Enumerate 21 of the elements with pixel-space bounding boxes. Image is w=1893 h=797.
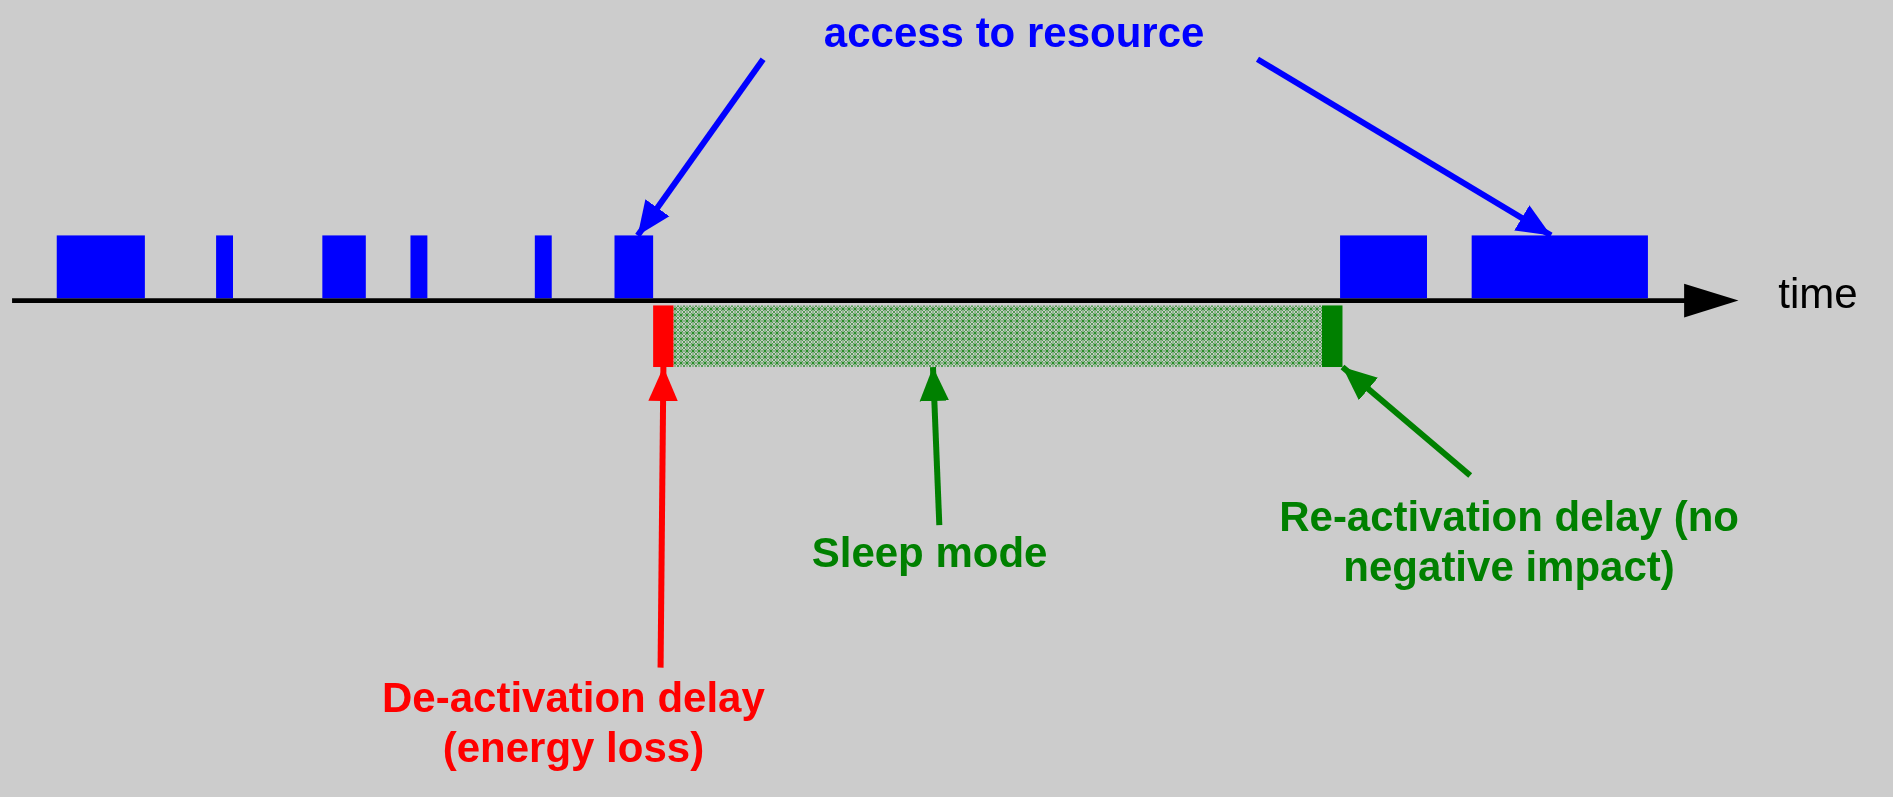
- arrow: [1255, 56, 1553, 238]
- activity-bar: [614, 235, 654, 299]
- annotation-text: access to resource: [823, 8, 1205, 58]
- arrow: [1340, 364, 1473, 478]
- activity-bar: [1471, 235, 1648, 299]
- sleep-period-band: [673, 305, 1322, 367]
- arrow: [648, 367, 678, 668]
- activity-bar: [56, 235, 145, 299]
- activity-bar: [410, 235, 428, 299]
- activity-bar: [534, 235, 552, 299]
- activity-bar: [1321, 305, 1343, 367]
- annotation-text: Sleep mode: [811, 528, 1048, 579]
- activity-bar: [1340, 235, 1427, 299]
- activity-bar: [322, 235, 366, 299]
- annotation-text: Re-activation delay (no negative impact): [1278, 491, 1740, 593]
- annotation-text: De-activation delay (energy loss): [381, 672, 766, 774]
- activity-bar: [653, 305, 674, 367]
- activity-bar: [216, 235, 233, 299]
- axis-label: time: [1778, 272, 1858, 315]
- arrow: [635, 57, 766, 238]
- arrow: [919, 366, 950, 526]
